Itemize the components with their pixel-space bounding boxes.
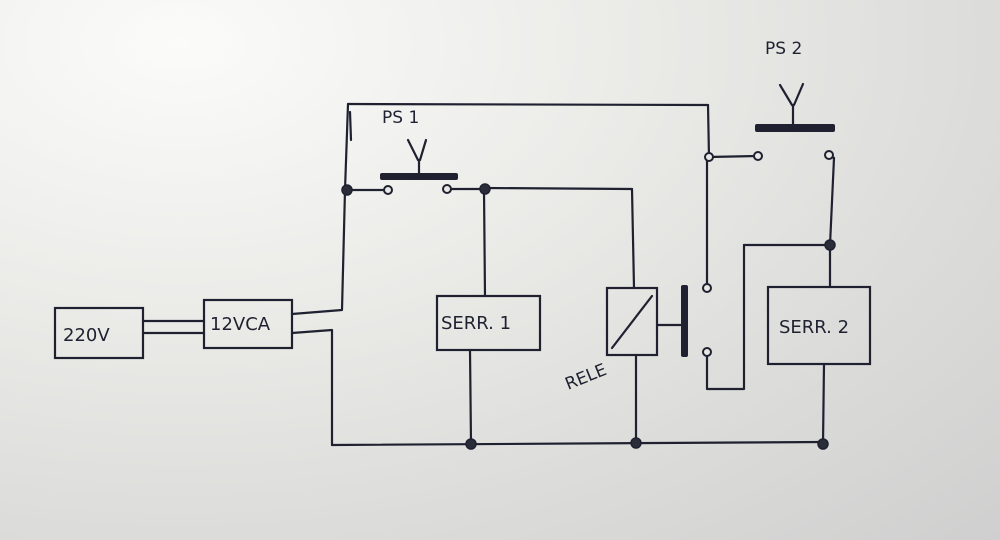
ps2-terminal-left [753,151,763,161]
ps1-terminal-in [383,185,393,195]
relay-coil [605,286,659,357]
wire-ps2-down [828,156,836,247]
push-button-2-stem-right [792,82,805,107]
ps1-terminal-out [442,184,452,194]
lock-2-label: SERR. 2 [779,317,849,338]
relay-contact-terminal-upper [702,283,712,293]
transformer-label: 12VCA [210,314,271,335]
wire-bottom-rail [330,440,825,447]
push-button-2-label: PS 2 [765,39,802,59]
relay: RELE [562,285,688,395]
junction-node [817,438,829,450]
lock-2-box [766,285,872,366]
relay-label: RELE [562,360,609,395]
source-220v: 220V [53,306,145,360]
wire-transformer-out-a [290,188,347,316]
push-button-1-stem-left [406,138,420,162]
transformer-12vca: 12VCA [202,298,294,350]
lock-1-label: SERR. 1 [441,313,511,334]
relay-contact-bar [681,285,688,357]
wire-left-riser [343,102,350,192]
wire-lock-1-bottom [468,348,473,445]
wire-transformer-out-b [290,328,334,447]
push-button-1-stem-right [418,138,428,162]
wire-top-rail [346,102,710,107]
push-button-1: PS 1 [380,108,458,180]
wire-ps2-in [707,154,759,159]
push-button-2-stem-left [778,83,794,107]
wire-relay-top [630,187,636,290]
lock-1: SERR. 1 [435,294,542,352]
wire-right-riser [706,103,711,159]
relay-contact-terminal-lower [702,347,712,357]
junction-node [479,183,491,195]
transformer-box [202,298,294,350]
wire-to-relay [483,186,634,191]
push-button-2-bar [755,124,835,132]
junction-node [824,239,836,251]
junction-node [465,438,477,450]
wire-lock-2-bottom [821,362,826,447]
source-label: 220V [63,325,110,346]
lock-1-box [435,294,542,352]
wire-lock-1-top [482,188,487,298]
junction-node [630,437,642,449]
junction-node [341,184,353,196]
push-button-2: PS 2 [755,39,835,132]
wire-tick [348,110,353,142]
ps2-terminal-in [704,152,714,162]
lock-2: SERR. 2 [766,285,872,366]
ps2-terminal-right [824,150,834,160]
wire-contact-lower [705,243,746,391]
push-button-1-bar [380,173,458,180]
push-button-1-label: PS 1 [382,108,419,128]
relay-coil-diagonal [610,294,654,350]
